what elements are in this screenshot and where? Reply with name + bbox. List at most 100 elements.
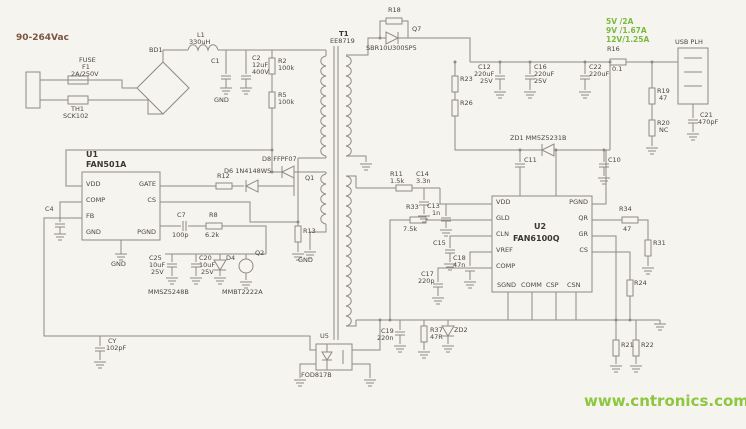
u1-pin-cs: CS: [147, 196, 156, 204]
resistor-r5: [268, 91, 276, 109]
label-r31-ref: R31: [653, 239, 666, 247]
label-c15-ref: C15: [433, 239, 446, 247]
label-fuse-rating: 2A/250V: [71, 70, 99, 78]
resistor-r11: [395, 184, 413, 192]
u2-pin-vref: VREF: [496, 246, 513, 254]
label-gnd-1: GND: [214, 96, 229, 104]
diode-glyphs: [213, 31, 555, 361]
usb-connector-outline: [677, 47, 709, 105]
output-rating-9v: 9V /1.67A: [606, 26, 647, 35]
label-u5-ref: U5: [320, 332, 329, 340]
wire-u1-nets: [43, 158, 316, 351]
resistor-r20: [648, 119, 656, 137]
u2-part: FAN6100Q: [513, 234, 560, 243]
label-c22-val: 220uF: [589, 70, 610, 78]
label-c20-ref: C20: [199, 254, 212, 262]
label-r26-ref: R26: [460, 99, 473, 107]
label-r11-val: 1.5k: [390, 177, 405, 185]
optocoupler-outline: [315, 343, 353, 371]
u2-ref: U2: [534, 222, 547, 231]
transformer-core: [333, 46, 339, 340]
resistor-r12: [215, 182, 233, 190]
label-c12-rating: 25V: [480, 77, 493, 85]
label-r16-ref: R16: [607, 45, 620, 53]
label-r20-ref: R20: [657, 119, 670, 127]
label-r34-val: 47: [623, 225, 632, 233]
fuse-symbol: [67, 75, 89, 85]
u1-part: FAN501A: [86, 160, 127, 169]
output-rating-5v: 5V /2A: [606, 17, 634, 26]
label-c22-ref: C22: [589, 63, 602, 71]
u2-pin-comp: COMP: [496, 262, 516, 270]
transformer-primary-winding: [320, 55, 327, 225]
label-cy-ref: CY: [108, 337, 117, 345]
label-q1-ref: Q1: [305, 174, 315, 182]
label-c19-ref: C19: [381, 327, 394, 335]
label-c25-val: 10uF: [149, 261, 166, 269]
label-r18-ref: R18: [388, 6, 401, 14]
resistor-r26: [451, 99, 459, 117]
usb-connector-label: USB PLH: [675, 38, 703, 46]
label-zd1-ref: ZD1 MM5Z5231B: [510, 134, 567, 142]
label-r37-val: 47R: [430, 333, 443, 341]
label-r37-ref: R37: [430, 326, 443, 334]
label-r21-ref: R21: [621, 341, 634, 349]
resistor-r37: [420, 325, 428, 343]
label-c2-ref: C2: [252, 54, 261, 62]
label-q2-ref: Q2: [255, 249, 265, 257]
label-c21-val: 470pF: [698, 118, 719, 126]
label-c21-ref: C21: [700, 111, 713, 119]
label-c7-ref: C7: [177, 211, 186, 219]
label-c16-ref: C16: [534, 63, 547, 71]
u2-pin-csp: CSP: [546, 281, 559, 289]
bridge-rectifier-outline: [136, 61, 190, 115]
label-c11-ref: C11: [524, 156, 537, 164]
label-r23-ref: R23: [460, 75, 473, 83]
resistor-r13: [294, 225, 302, 243]
label-c12-ref: C12: [478, 63, 491, 71]
label-th1-ref: TH1: [71, 105, 84, 113]
resistor-r22: [632, 339, 640, 357]
label-c13-val: 1n: [432, 209, 441, 217]
label-r20-val: NC: [659, 126, 669, 134]
label-c2-rating: 400V: [252, 68, 269, 76]
label-q7-part: SBR10U300SP5: [366, 44, 417, 52]
ac-connector-outline: [25, 71, 41, 109]
label-r13-ref: R13: [303, 227, 316, 235]
label-r2-val: 100k: [278, 64, 295, 72]
wire-output-rail: [454, 57, 702, 196]
label-r33-ref: R33: [406, 203, 419, 211]
u2-pin-qr: QR: [578, 214, 588, 222]
label-gnd-3: GND: [298, 256, 313, 264]
label-bd1-ref: BD1: [149, 46, 163, 54]
resistor-r2: [268, 57, 276, 75]
label-r8-ref: R8: [209, 211, 218, 219]
label-c17-ref: C17: [421, 270, 434, 278]
resistor-r34: [621, 216, 639, 224]
label-c4-ref: C4: [45, 205, 54, 213]
label-r5-val: 100k: [278, 98, 295, 106]
label-d4-ref: D4: [226, 254, 236, 262]
label-c1-ref: C1: [211, 57, 220, 65]
u2-pin-gld: GLD: [496, 214, 510, 222]
resistor-r23: [451, 75, 459, 93]
resistor-r33: [409, 216, 427, 224]
resistor-r31: [644, 239, 652, 257]
label-r11-ref: R11: [390, 170, 403, 178]
label-c10-ref: C10: [608, 156, 621, 164]
label-c25-rating: 25V: [151, 268, 164, 276]
transformer-ref: T1: [339, 30, 349, 38]
label-r12-ref: R12: [217, 172, 230, 180]
label-r22-ref: R22: [641, 341, 654, 349]
u1-pin-gate: GATE: [138, 180, 156, 188]
label-r8-val: 6.2k: [205, 231, 220, 239]
label-c7-val: 100p: [172, 231, 189, 239]
label-c16-rating: 25V: [534, 77, 547, 85]
u2-pin-sgnd: SGND: [497, 281, 517, 289]
label-r5-ref: R5: [278, 91, 287, 99]
label-cy-val: 102pF: [106, 344, 127, 352]
label-r19-val: 47: [659, 94, 668, 102]
resistor-r21: [612, 339, 620, 357]
u2-pin-gr: GR: [578, 230, 588, 238]
